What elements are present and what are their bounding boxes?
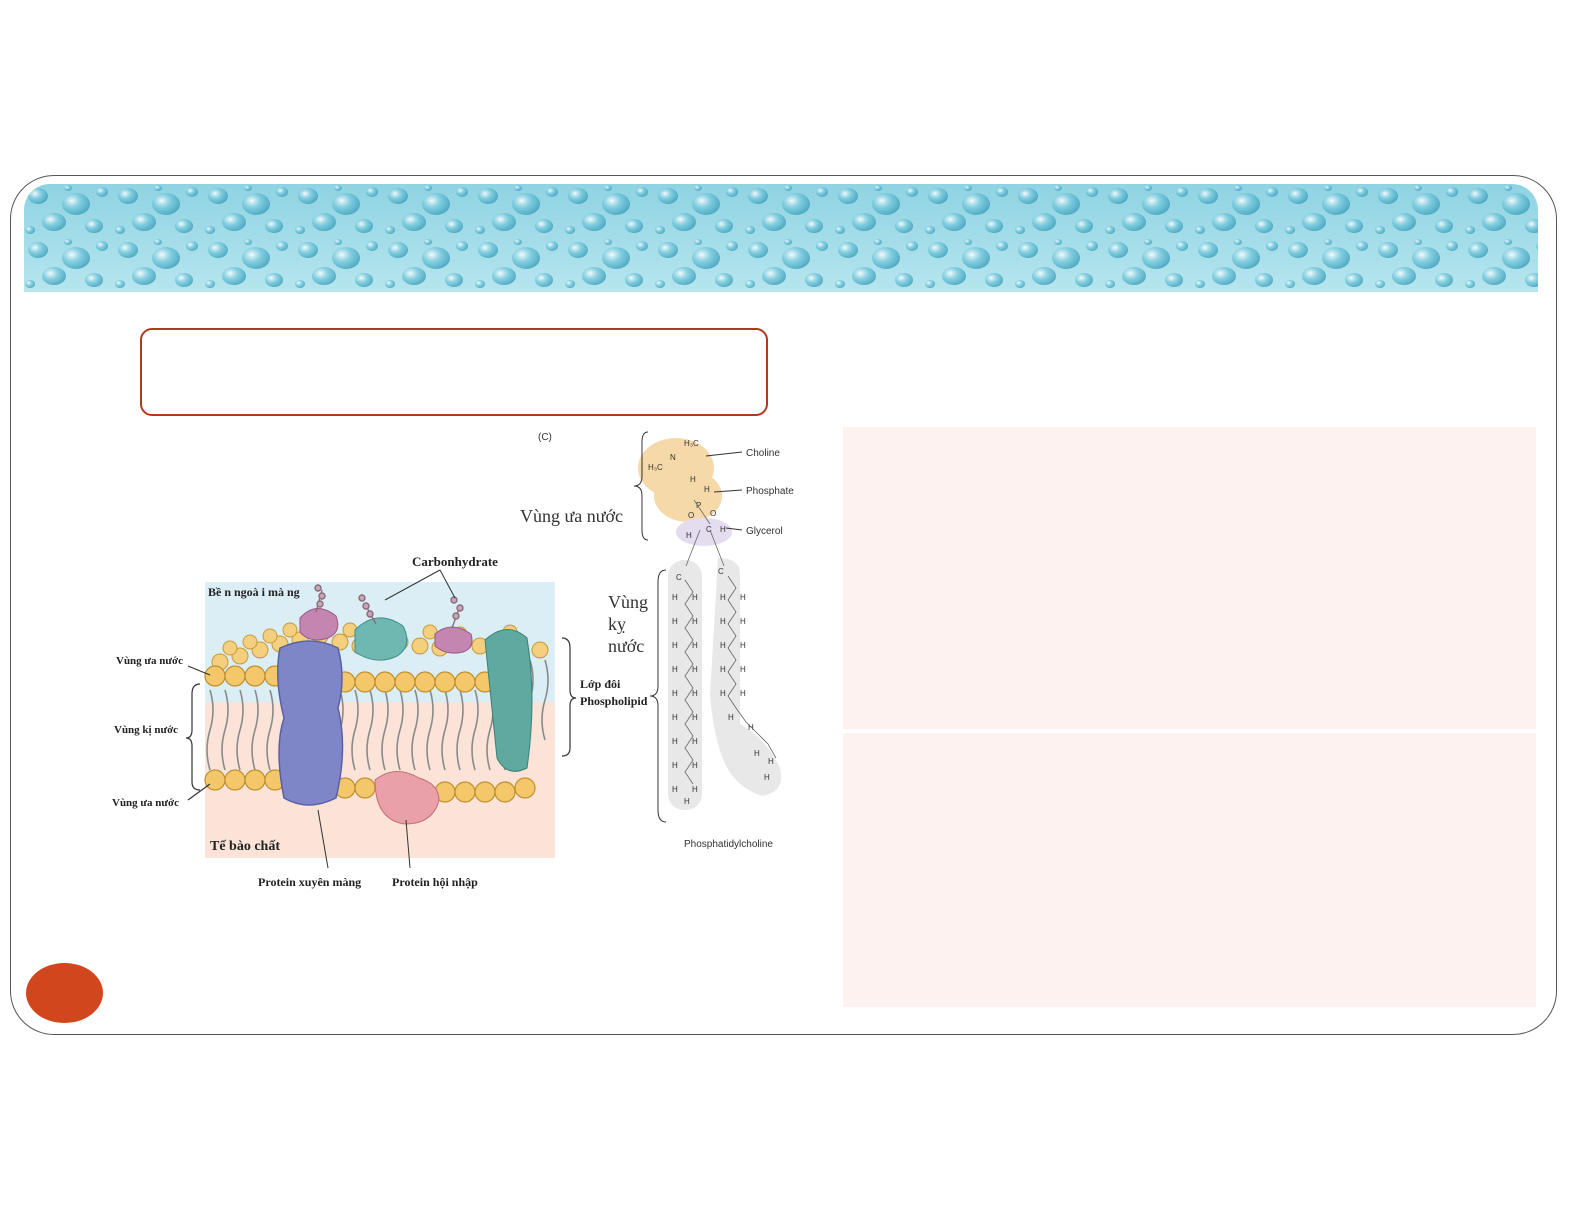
svg-text:C: C	[718, 567, 724, 576]
svg-text:H: H	[692, 713, 698, 722]
svg-text:H: H	[720, 593, 726, 602]
hydrophilic-brace	[633, 431, 649, 541]
svg-text:O: O	[688, 511, 694, 520]
svg-text:P: P	[696, 501, 701, 510]
label-molecule-name: Phosphatidylcholine	[684, 839, 773, 850]
svg-text:H₃C: H₃C	[648, 463, 663, 472]
label-hydrophilic-top: Vùng ưa nước	[116, 655, 183, 667]
glycerol-group	[676, 518, 732, 546]
title-box	[140, 328, 768, 416]
svg-text:H: H	[692, 737, 698, 746]
svg-text:C: C	[706, 525, 712, 534]
label-outside: Bề n ngoà i mà ng	[208, 585, 300, 599]
svg-text:H: H	[692, 761, 698, 770]
label-transmembrane-protein: Protein xuyên màng	[258, 875, 361, 889]
svg-text:H: H	[754, 749, 760, 758]
svg-text:N: N	[670, 453, 676, 462]
label-glycerol: Glycerol	[746, 526, 783, 537]
phosphate-group	[654, 470, 722, 522]
transmembrane-pointer	[317, 809, 329, 869]
svg-text:H: H	[672, 593, 678, 602]
left-brackets	[185, 665, 211, 801]
svg-text:H: H	[740, 593, 746, 602]
hydrophobic-brace	[649, 569, 667, 823]
svg-text:H: H	[672, 641, 678, 650]
integrated-protein-shape	[374, 771, 440, 825]
svg-text:H: H	[692, 665, 698, 674]
svg-text:H: H	[672, 713, 678, 722]
svg-text:H: H	[720, 525, 726, 534]
svg-text:H: H	[672, 785, 678, 794]
svg-text:H: H	[740, 641, 746, 650]
svg-text:H: H	[720, 641, 726, 650]
label-cytoplasm: Tế bào chất	[210, 839, 280, 854]
fatty-acid-tail-2	[710, 558, 782, 796]
svg-text:H: H	[728, 713, 734, 722]
svg-text:H: H	[692, 641, 698, 650]
content-panel-top	[843, 427, 1536, 729]
carbohydrate-pointers	[384, 569, 456, 601]
svg-text:H: H	[672, 617, 678, 626]
molecule-pointers	[633, 431, 743, 823]
svg-text:H₃C: H₃C	[684, 439, 699, 448]
svg-text:H: H	[740, 665, 746, 674]
membrane-figure: Carbonhydrate Bề n ngoà i mà ng Vùng ưa …	[100, 420, 820, 910]
bilayer-bracket	[561, 637, 577, 757]
svg-text:H: H	[692, 689, 698, 698]
label-hydrophobic-line3: nước	[608, 636, 644, 656]
label-phosphate: Phosphate	[746, 486, 794, 497]
svg-text:H: H	[720, 617, 726, 626]
svg-text:H: H	[740, 689, 746, 698]
label-hydrophobic-line2: kỵ	[608, 614, 626, 634]
svg-text:H: H	[692, 617, 698, 626]
label-hydrophobic-line1: Vùng	[608, 592, 648, 612]
svg-text:O: O	[710, 509, 716, 518]
header-banner	[24, 184, 1538, 292]
teal-protein	[354, 617, 408, 661]
svg-text:H: H	[764, 773, 770, 782]
svg-text:H: H	[672, 737, 678, 746]
svg-text:H: H	[672, 689, 678, 698]
svg-text:H: H	[672, 761, 678, 770]
transmembrane-protein	[277, 640, 344, 806]
svg-text:H: H	[692, 785, 698, 794]
panel-letter: (C)	[538, 432, 552, 443]
svg-text:H: H	[690, 475, 696, 484]
label-carbohydrate: Carbonhydrate	[412, 554, 498, 569]
label-bilayer-line2: Phospholipid	[580, 694, 648, 708]
label-bilayer-line1: Lớp đôi	[580, 677, 621, 691]
pink-protein	[299, 608, 339, 641]
svg-text:H: H	[684, 797, 690, 806]
label-hydrophilic-bottom: Vùng ưa nước	[112, 797, 179, 809]
carbohydrate-chains	[314, 584, 464, 629]
svg-text:H: H	[692, 593, 698, 602]
content-panel-bottom	[843, 733, 1536, 1007]
page-number-dot	[26, 963, 103, 1023]
fatty-acid-tail-1	[668, 560, 702, 810]
svg-text:C: C	[676, 573, 682, 582]
svg-text:H: H	[740, 617, 746, 626]
membrane-diagram: Carbonhydrate Bề n ngoà i mà ng Vùng ưa …	[112, 431, 794, 889]
svg-text:H: H	[720, 665, 726, 674]
bond-lines	[684, 499, 777, 785]
integrated-pointer	[405, 819, 411, 869]
svg-text:H: H	[672, 665, 678, 674]
water-drops-pattern	[24, 184, 1538, 292]
svg-text:H: H	[768, 757, 774, 766]
channel-protein	[484, 629, 533, 772]
label-choline: Choline	[746, 448, 780, 459]
label-hydrophilic-region: Vùng ưa nước	[520, 506, 623, 526]
svg-text:H: H	[704, 485, 710, 494]
label-integrated-protein: Protein hội nhập	[392, 875, 478, 889]
svg-text:H: H	[720, 689, 726, 698]
pink-protein-2	[434, 626, 473, 654]
svg-text:H: H	[686, 531, 692, 540]
label-hydrophobic: Vùng kị nước	[114, 724, 178, 736]
